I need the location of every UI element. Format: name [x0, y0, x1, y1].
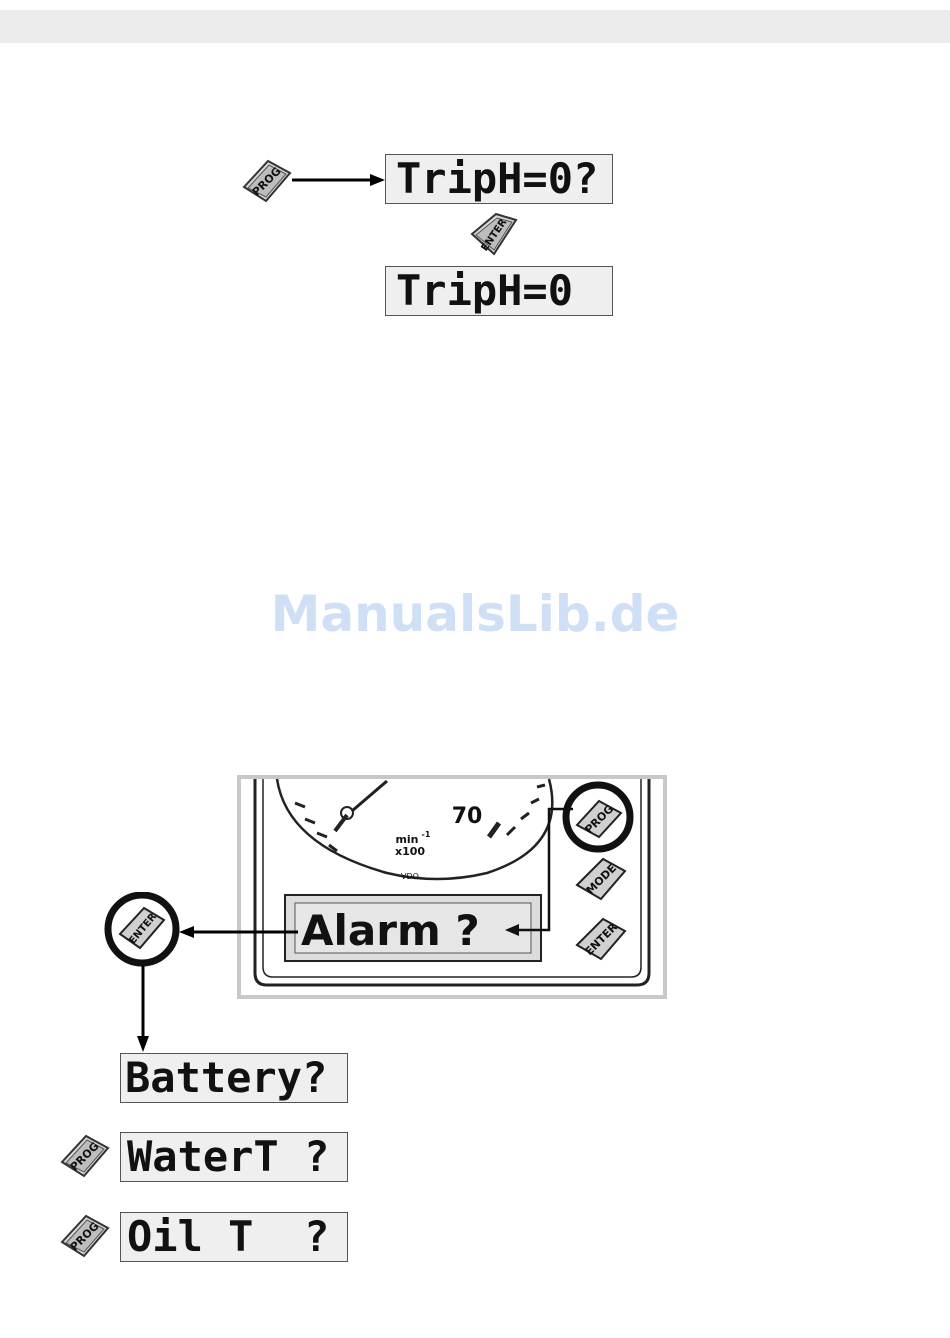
alarm-display-text: Alarm ? — [301, 906, 480, 955]
trip-hours-zero-display: TripH=0 — [385, 266, 613, 316]
oil-temp-display: Oil T ? — [120, 1212, 348, 1262]
battery-display: Battery? — [120, 1053, 348, 1103]
gauge-scale-label: 70 — [452, 804, 483, 829]
enter-key-icon: ENTER — [468, 210, 520, 258]
menu-enter-key-icon: ENTER — [100, 892, 184, 970]
gauge-illustration: 70 min -1 x100 VDO Alarm ? PROG MODE ENT… — [237, 775, 667, 999]
trip-hours-reset-display: TripH=0? — [385, 154, 613, 204]
arrow-right-icon — [292, 172, 386, 188]
gauge-brand: VDO — [401, 872, 419, 881]
arrow-down-icon — [134, 966, 152, 1052]
prog-key-icon: PROG — [240, 157, 294, 205]
watermark: ManualsLib.de — [0, 585, 950, 643]
oil-prog-key-icon: PROG — [58, 1212, 112, 1260]
gauge-unit-line-2: x100 — [395, 845, 425, 858]
water-temp-display: WaterT ? — [120, 1132, 348, 1182]
arrow-left-icon — [178, 924, 298, 940]
water-prog-key-icon: PROG — [58, 1132, 112, 1180]
page-header-bar — [0, 10, 950, 43]
gauge-unit-exponent: -1 — [422, 830, 431, 839]
